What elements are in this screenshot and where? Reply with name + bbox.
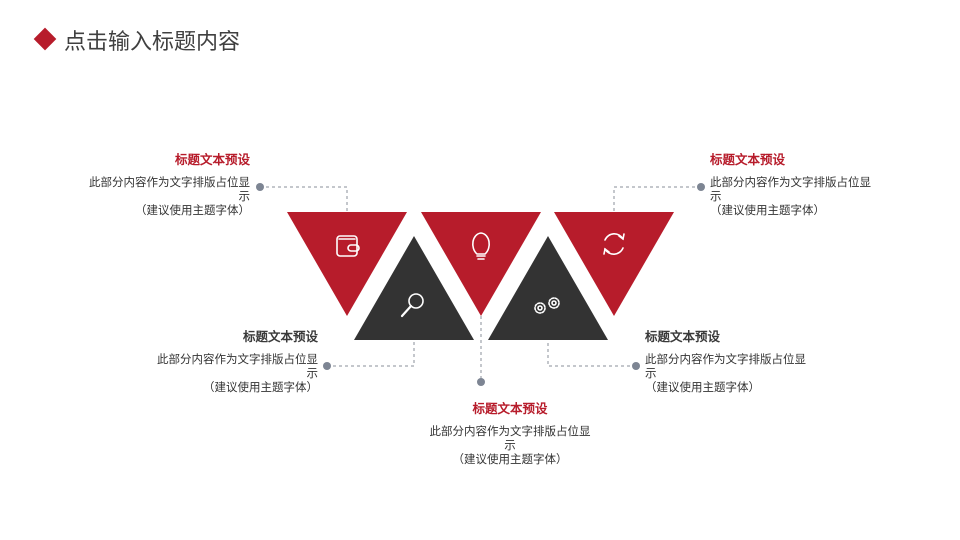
item-note: （建议使用主题字体） (452, 454, 568, 466)
connector-dot (256, 183, 264, 191)
triangle-5 (554, 212, 674, 316)
item-title: 标题文本预设 (645, 330, 721, 344)
connector-2 (327, 340, 415, 367)
item-body: 此部分内容作为文字排版占位显示 (157, 354, 318, 380)
connector-5 (613, 186, 701, 212)
triangle-1 (287, 212, 407, 316)
connector-dot (632, 362, 640, 370)
item-note: （建议使用主题字体） (135, 205, 250, 217)
item-body: 此部分内容作为文字排版占位显示 (429, 426, 591, 452)
item-4: 标题文本预设 此部分内容作为文字排版占位显示 （建议使用主题字体） (645, 330, 817, 395)
item-note: （建议使用主题字体） (203, 382, 318, 394)
item-title: 标题文本预设 (174, 153, 250, 167)
item-title: 标题文本预设 (242, 330, 318, 344)
connector-dot (323, 362, 331, 370)
connector-lines (260, 186, 701, 382)
item-5: 标题文本预设 此部分内容作为文字排版占位显示 （建议使用主题字体） (710, 153, 882, 218)
item-body: 此部分内容作为文字排版占位显示 (89, 177, 250, 203)
triangle-3 (421, 212, 541, 316)
item-title: 标题文本预设 (710, 153, 786, 167)
wallet-icon (336, 235, 360, 257)
item-3: 标题文本预设 此部分内容作为文字排版占位显示 （建议使用主题字体） (424, 402, 596, 467)
item-title: 标题文本预设 (472, 402, 548, 416)
triangle-2 (354, 236, 474, 340)
connector-dot (477, 378, 485, 386)
refresh-icon (603, 233, 625, 255)
item-note: （建议使用主题字体） (710, 205, 825, 217)
lightbulb-icon (472, 232, 490, 260)
item-body: 此部分内容作为文字排版占位显示 (645, 354, 806, 380)
search-icon (400, 293, 424, 318)
item-body: 此部分内容作为文字排版占位显示 (710, 177, 871, 203)
triangle-4 (488, 236, 608, 340)
connector-dot (697, 183, 705, 191)
gears-icon (534, 297, 560, 314)
item-2: 标题文本预设 此部分内容作为文字排版占位显示 （建议使用主题字体） (146, 330, 318, 395)
item-1: 标题文本预设 此部分内容作为文字排版占位显示 （建议使用主题字体） (78, 153, 250, 218)
slide-title[interactable]: 点击输入标题内容 (64, 29, 241, 54)
item-note: （建议使用主题字体） (645, 382, 760, 394)
connector-4 (547, 340, 636, 367)
connector-1 (260, 186, 348, 212)
